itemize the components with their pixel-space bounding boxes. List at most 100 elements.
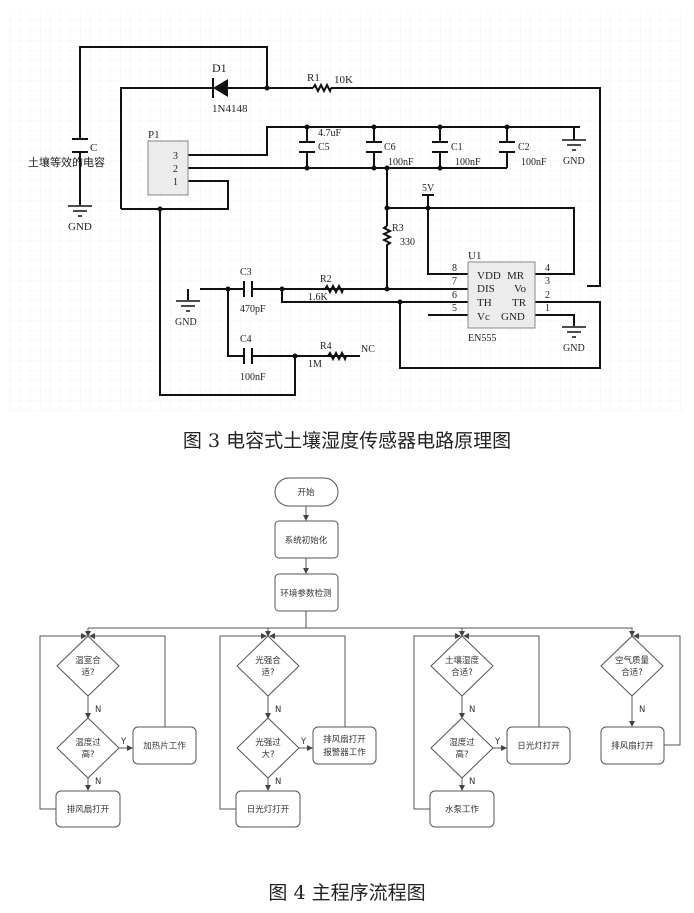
capacitor-c3-icon [243, 281, 253, 297]
pin-vo: Vo [514, 283, 527, 295]
gnd-icon [562, 139, 586, 151]
no-action-0-text: 排风扇打开 [67, 804, 110, 815]
no-action-3-text: 排风扇打开 [611, 741, 654, 752]
pin-mr: MR [507, 270, 525, 282]
no-label: N [275, 705, 281, 715]
no-label: N [469, 705, 475, 715]
r4-label: R4 [320, 341, 332, 352]
yes-action-2-text: 日光灯打开 [517, 741, 560, 752]
pin-4: 4 [545, 263, 550, 274]
c1-value: 100nF [455, 157, 481, 168]
c3-value: 470pF [240, 304, 266, 315]
pin-1: 1 [545, 303, 550, 314]
decision-q2-1-text: 光强过 [255, 737, 281, 748]
c4-value: 100nF [240, 372, 266, 383]
decision-q2-1 [236, 717, 300, 779]
diode-d1-icon [212, 78, 228, 98]
gnd-label-u1: GND [563, 343, 585, 354]
pin-8: 8 [452, 263, 457, 274]
decision-q2-0 [56, 717, 120, 779]
c2-value: 100nF [521, 157, 547, 168]
loop-back-yes [269, 633, 346, 727]
capacitor-c-icon [72, 138, 88, 153]
yes-label: Y [120, 737, 127, 747]
decision-q1-1-text: 适? [261, 667, 274, 678]
r2-value: 1.6K [308, 292, 329, 303]
loop-back-yes [89, 633, 166, 727]
decision-q2-0-text: 高? [81, 749, 94, 760]
decision-q1-0-text: 适? [81, 667, 94, 678]
figure3-caption: 图 3 电容式土壤湿度传感器电路原理图 [182, 430, 512, 452]
no-label: N [95, 705, 101, 715]
c6-value: 100nF [388, 157, 414, 168]
u1-label: U1 [468, 250, 481, 262]
connector-p1 [147, 140, 189, 196]
resistor-r1-icon [312, 82, 332, 94]
no-action-2-text: 水泵工作 [445, 804, 480, 815]
gnd-icon [562, 326, 586, 338]
decision-q2-1-text: 大? [261, 749, 274, 760]
pin-tr: TR [512, 297, 527, 309]
p1-label: P1 [148, 129, 160, 141]
yes-action-1 [312, 726, 377, 765]
c5-value: 4.7uF [318, 128, 342, 139]
pin-5: 5 [452, 303, 457, 314]
pin-vdd: VDD [477, 270, 501, 282]
decision-q2-0-text: 温度过 [75, 737, 101, 748]
decision-q1-1-text: 光强合 [255, 655, 281, 666]
p1-pin2: 2 [173, 164, 178, 175]
decision-q1-3 [600, 635, 664, 697]
r2-label: R2 [320, 274, 332, 285]
pin-2: 2 [545, 290, 550, 301]
vcc-label: 5V [422, 183, 435, 194]
no-label: N [275, 777, 281, 787]
gnd-label-top: GND [563, 156, 585, 167]
capacitor-c4-icon [243, 348, 253, 364]
grid-background [5, 12, 685, 412]
no-label: N [95, 777, 101, 787]
decision-q1-0-text: 温室合 [75, 655, 101, 666]
junction-dots [157, 85, 510, 359]
pin-gnd: GND [501, 311, 525, 323]
gnd-icon [176, 300, 200, 312]
decision-q2-2-text: 湿度过 [449, 737, 475, 748]
wires [79, 46, 601, 396]
loop-back-no [633, 633, 681, 746]
yes-action-0-text: 加热片工作 [143, 741, 186, 752]
decision-q1-1 [236, 635, 300, 697]
r4-value: 1M [308, 359, 322, 370]
pin-dis: DIS [477, 283, 495, 295]
loop-back-no [39, 633, 87, 810]
yes-label: Y [300, 737, 307, 747]
c6-label: C6 [384, 142, 396, 153]
detect-label: 环境参数检测 [280, 588, 331, 599]
pin-3: 3 [545, 276, 550, 287]
decision-q2-2-text: 高? [455, 749, 468, 760]
c4-label: C4 [240, 334, 252, 345]
decision-q1-2 [430, 635, 494, 697]
r1-label: R1 [307, 72, 320, 84]
decision-q1-3-text: 空气质量 [615, 655, 650, 666]
c3-label: C3 [240, 267, 252, 278]
decision-q1-3-text: 合适? [621, 667, 643, 678]
c1-label: C1 [451, 142, 463, 153]
decision-q1-2-text: 土壤湿度 [445, 655, 480, 666]
resistor-r2-icon [324, 283, 344, 295]
c-description: 土壤等效的电容 [28, 155, 105, 169]
yes-label: Y [494, 737, 501, 747]
start-label: 开始 [297, 487, 315, 498]
resistor-r4-icon [327, 350, 358, 362]
gnd-label-c3: GND [175, 317, 197, 328]
figure4-caption: 图 4 主程序流程图 [268, 882, 426, 904]
pin-6: 6 [452, 290, 457, 301]
ic-u1-en555 [467, 261, 536, 329]
yes-action-1-text: 排风扇打开 [323, 734, 366, 745]
nc-label: NC [361, 344, 375, 355]
no-label: N [639, 705, 645, 715]
d1-part: 1N4148 [212, 103, 248, 115]
pin-th: TH [477, 297, 492, 309]
decision-q1-2-text: 合适? [451, 667, 473, 678]
loop-back-yes [463, 633, 540, 727]
p1-pin3: 3 [173, 151, 178, 162]
